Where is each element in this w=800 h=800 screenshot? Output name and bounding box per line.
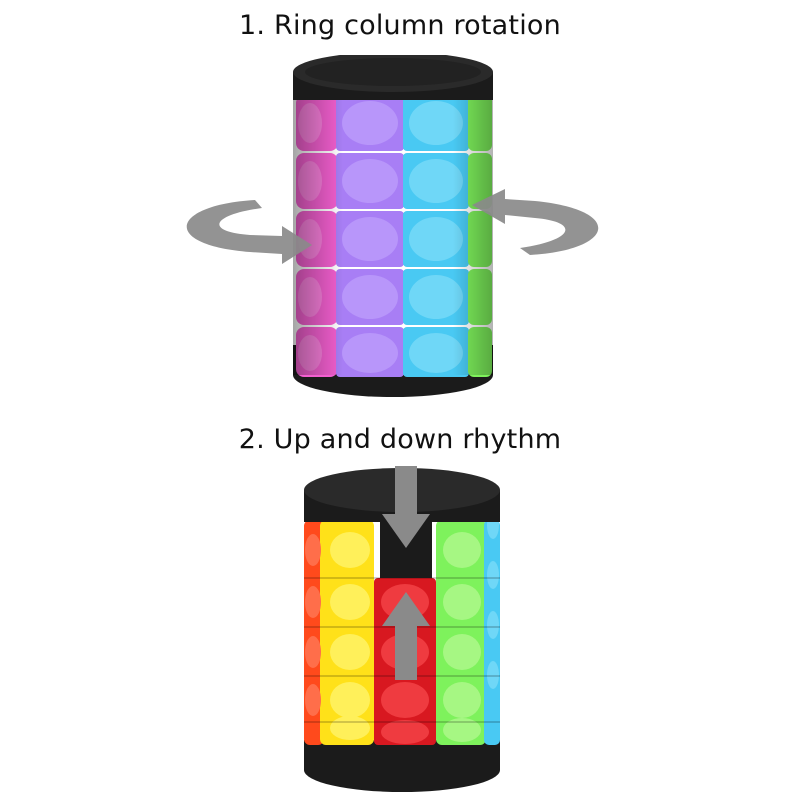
step-1-caption: 1. Ring column rotation xyxy=(239,10,561,41)
ring-rotation-illustration xyxy=(0,55,800,400)
step-2-caption: 2. Up and down rhythm xyxy=(238,424,562,455)
rainbow-tower-sliding-photo xyxy=(304,466,500,792)
rotation-arrow-left-icon xyxy=(186,200,312,264)
rotation-arrow-right-icon xyxy=(472,189,599,255)
tile-rows xyxy=(293,95,493,377)
up-arrow-icon xyxy=(382,592,430,680)
down-arrow-icon xyxy=(382,466,430,548)
rainbow-tower-rotating-photo xyxy=(186,55,599,397)
tile-columns xyxy=(304,511,500,745)
up-down-illustration xyxy=(0,460,800,800)
